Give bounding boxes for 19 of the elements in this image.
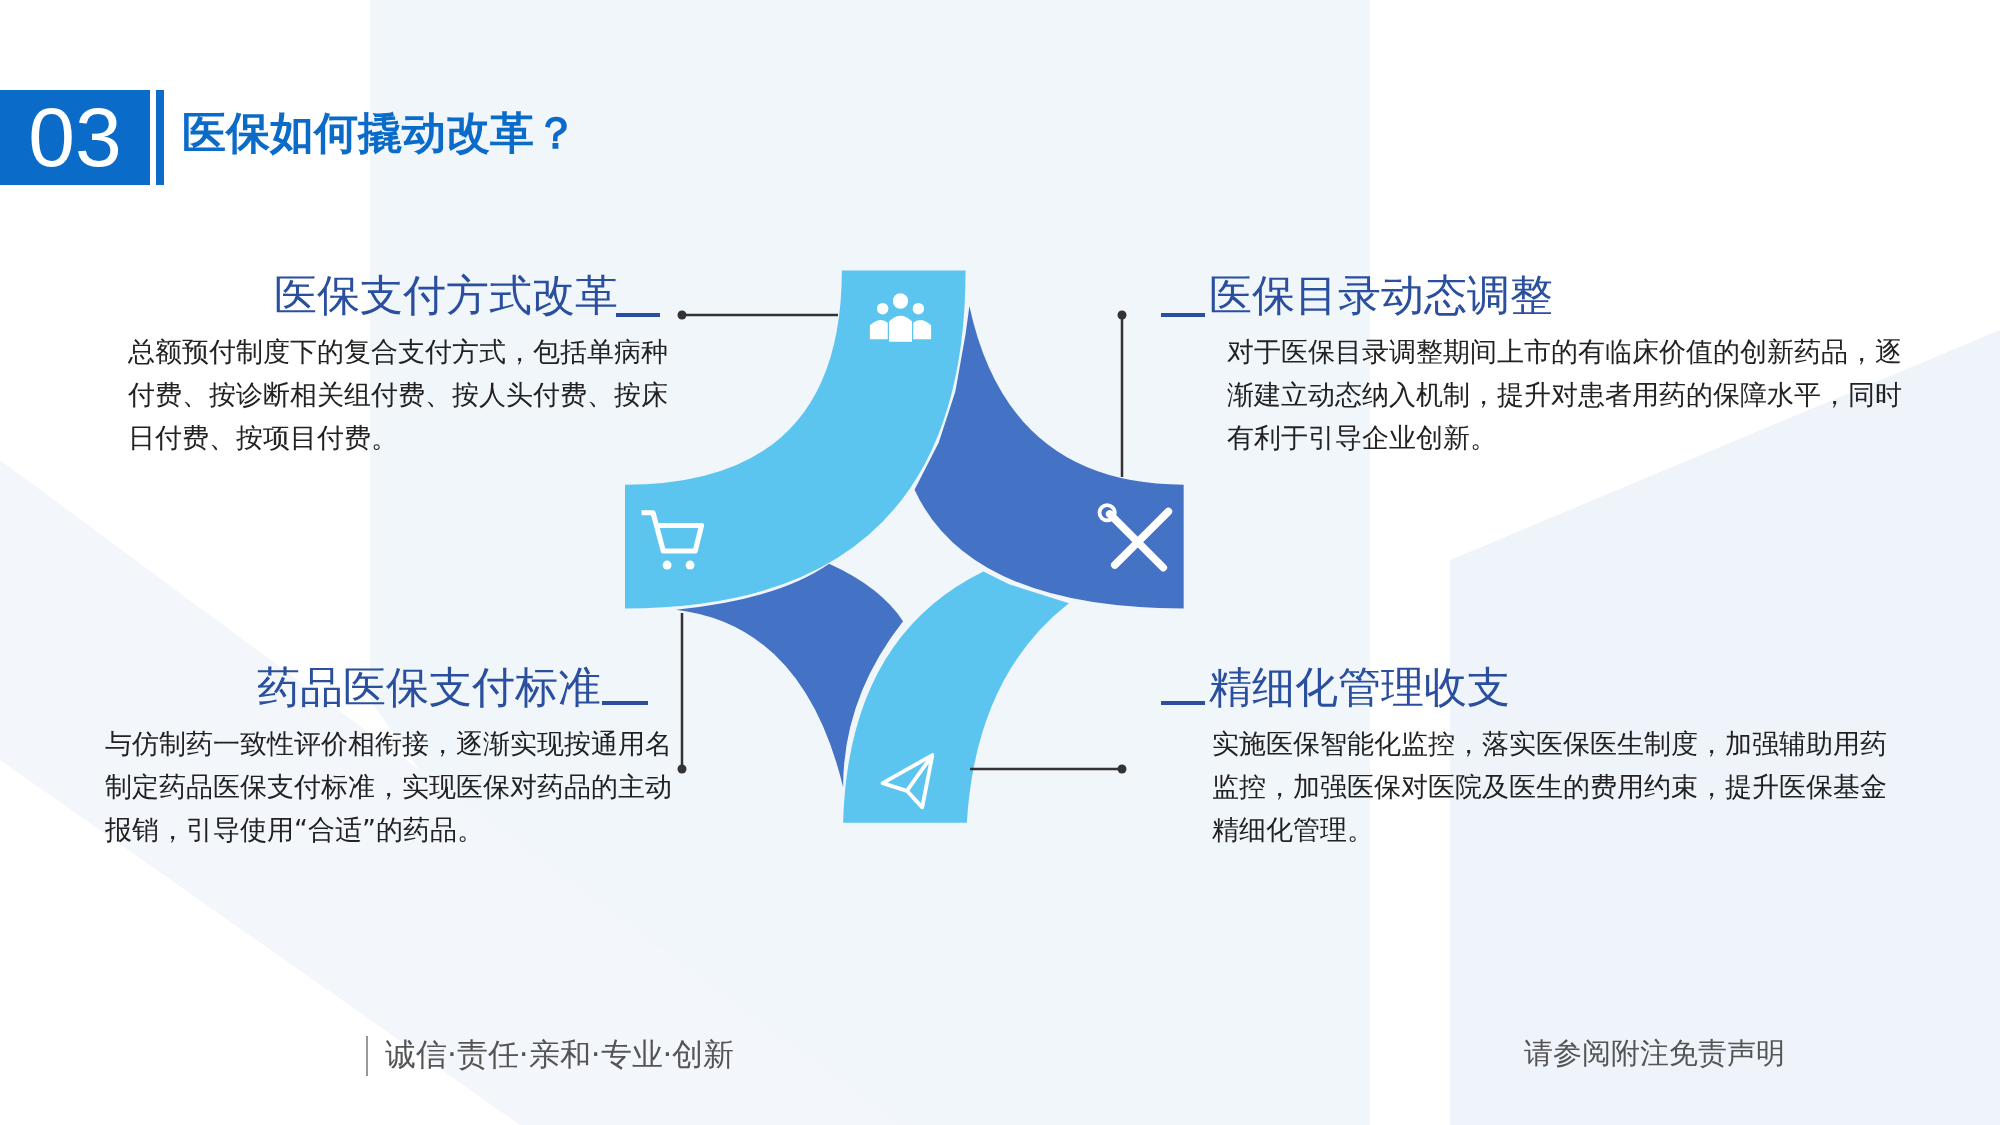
section-number: 03 xyxy=(0,90,150,185)
title: 医保如何撬动改革？ xyxy=(182,106,578,160)
description-text: 实施医保智能化监控，落实医保医生制度，加强辅助用药监控，加强医保对医院及医生的费用约束，提升医保基金精细化管理。 xyxy=(1211,726,1888,848)
arc-segment xyxy=(914,306,1184,609)
heading: 医保支付方式改革 xyxy=(273,269,619,322)
leader-line xyxy=(677,310,838,320)
arc-segment xyxy=(843,571,1069,823)
leader-line xyxy=(1117,310,1127,477)
leader-line xyxy=(677,613,687,774)
arc-segment xyxy=(676,563,904,787)
description-text: 总额预付制度下的复合支付方式，包括单病种付费、按诊断相关组付费、按人头付费、按床日付费、按项目付费。 xyxy=(127,334,669,456)
heading: 医保目录动态调整 xyxy=(1208,269,1554,322)
heading: 药品医保支付标准 xyxy=(256,661,602,714)
description-text: 与仿制药一致性评价相衔接，逐渐实现按通用名制定药品医保支付标准，实现医保对药品的主动报销，引导使用“合适”的药品。 xyxy=(105,726,673,848)
disclaimer-note: 请参阅附注免责声明 xyxy=(1524,1035,1785,1072)
leader-line xyxy=(970,764,1127,774)
heading: 精细化管理收支 xyxy=(1208,661,1511,714)
description-text: 对于医保目录调整期间上市的有临床价值的创新药品，逐渐建立动态纳入机制，提升对患者用药的保障水平，同时有利于引导企业创新。 xyxy=(1226,334,1902,456)
slogan-text: 诚信·责任·亲和·专业·创新 xyxy=(385,1035,735,1074)
